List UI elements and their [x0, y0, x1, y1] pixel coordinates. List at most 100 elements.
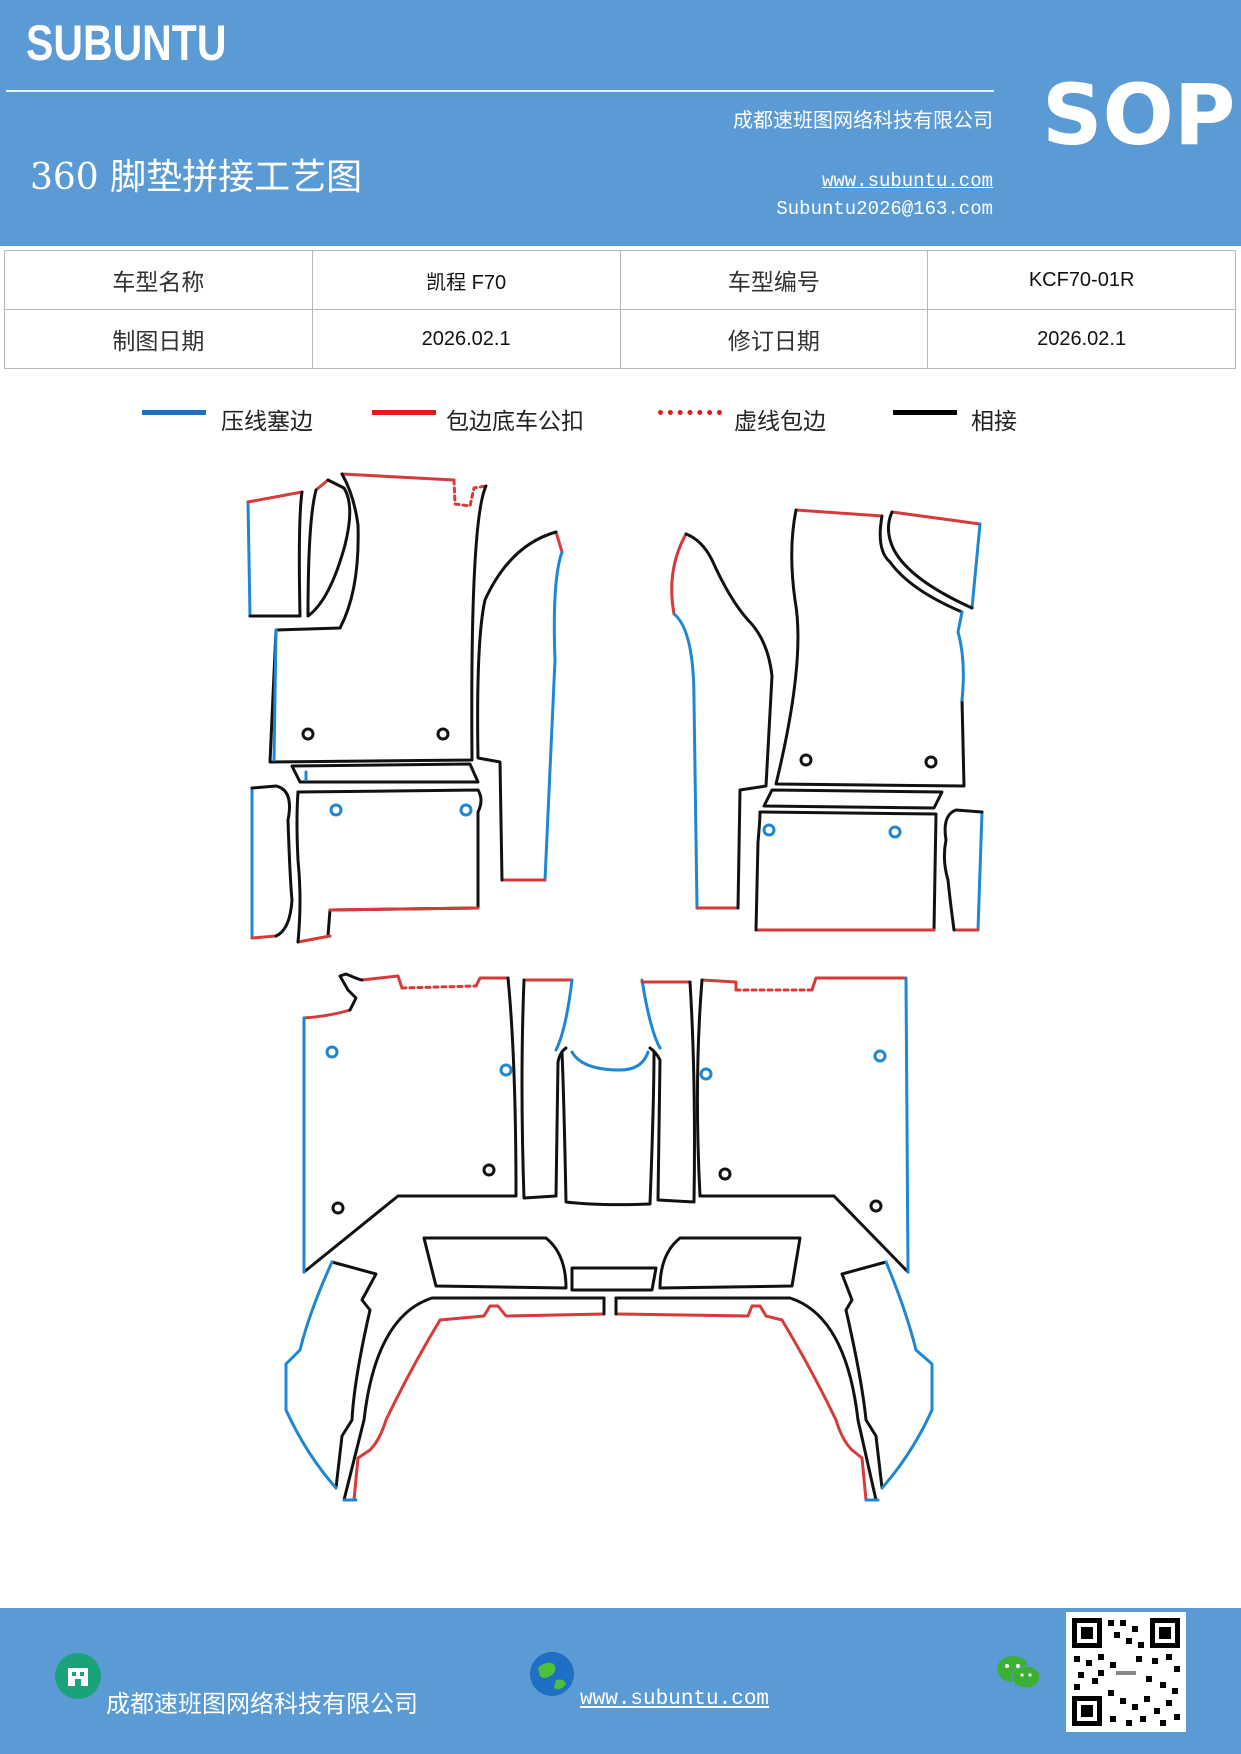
model-code-label: 车型编号	[619, 250, 929, 310]
legend-label: 压线塞边	[221, 409, 313, 435]
mat-edge-wrap-dotted	[452, 478, 488, 508]
mat-edge-pressed	[956, 610, 965, 702]
mat-edge-wrap	[614, 1304, 868, 1502]
mat-edge-pressed	[976, 810, 984, 932]
mat-edge-wrap	[250, 934, 278, 940]
legend-swatch-pressed	[142, 410, 206, 415]
legend-label: 包边底车公扣	[446, 409, 584, 435]
mat-edge-pressed	[272, 628, 278, 762]
mat-edge-joined	[774, 508, 966, 788]
mat-edge-joined	[762, 788, 944, 810]
legend-swatch-wrap	[372, 410, 436, 415]
mat-edge-pressed	[284, 1260, 338, 1490]
footer-banner: 成都速班图网络科技有限公司 www.subuntu.com	[0, 1608, 1241, 1754]
mat-edge-wrap	[890, 510, 982, 526]
header-divider	[6, 90, 994, 92]
mat-edge-joined	[296, 788, 483, 938]
mat-hole	[436, 727, 450, 741]
front-left-mat-group	[246, 472, 564, 944]
table-row: 制图日期 2026.02.1 修订日期 2026.02.1	[4, 309, 1236, 369]
mat-hole-blue	[329, 803, 343, 817]
mat-edge-joined	[268, 472, 488, 764]
legend-swatch-dotted	[658, 410, 722, 415]
model-name-label: 车型名称	[4, 250, 313, 310]
mat-edge-joined	[250, 784, 294, 938]
mat-edge-joined	[338, 972, 364, 1012]
mat-edge-wrap	[700, 978, 738, 992]
mat-edge-joined	[476, 530, 558, 882]
mat-edge-joined	[295, 790, 302, 944]
front-right-mat-group	[670, 508, 984, 932]
wechat-icon[interactable]	[996, 1652, 1042, 1692]
mat-hole	[924, 755, 938, 769]
mat-edge-joined	[695, 978, 910, 1274]
revision-date-value: 2026.02.1	[927, 309, 1236, 369]
mat-edge-joined	[840, 1260, 888, 1490]
building-icon	[55, 1653, 101, 1699]
mat-edge-joined	[306, 478, 352, 618]
footer-company-name: 成都速班图网络科技有限公司	[106, 1690, 418, 1718]
mat-edge-joined	[942, 808, 984, 932]
mat-edge-pressed	[570, 1050, 650, 1072]
model-code-value: KCF70-01R	[927, 250, 1236, 310]
mat-edge-wrap	[302, 974, 404, 1020]
mat-edge-wrap	[554, 530, 564, 554]
mat-edge-joined	[658, 1236, 802, 1290]
mat-edge-joined	[887, 510, 974, 610]
company-name: 成都速班图网络科技有限公司	[733, 108, 993, 132]
draw-date-label: 制图日期	[4, 309, 313, 369]
mat-hole-blue	[888, 825, 902, 839]
globe-icon	[530, 1652, 574, 1696]
mat-hole	[331, 1201, 345, 1215]
mat-edge-pressed	[554, 978, 662, 1052]
revision-date-label: 修订日期	[619, 309, 929, 369]
qr-code-graphic	[1072, 1618, 1180, 1726]
mat-edge-joined	[560, 1050, 656, 1207]
mat-hole-blue	[873, 1049, 887, 1063]
mat-edge-wrap	[314, 478, 330, 492]
mat-edge-pressed	[672, 612, 699, 910]
mat-edge-joined	[648, 980, 696, 1204]
mat-edge-pressed	[246, 500, 252, 618]
mat-edge-wrap	[810, 976, 908, 992]
mat-edge-pressed	[880, 1260, 934, 1490]
footer-website-link[interactable]: www.subuntu.com	[580, 1688, 770, 1711]
mat-edge-wrap	[246, 490, 304, 504]
mat-edge-wrap	[474, 976, 510, 988]
mat-hole-blue	[699, 1067, 713, 1081]
mat-edge-joined	[758, 810, 938, 932]
legend-label: 相接	[971, 409, 1017, 435]
mat-edge-wrap	[794, 508, 884, 518]
mat-hole-blue	[325, 1045, 339, 1059]
mat-edge-joined	[614, 1296, 878, 1502]
mat-edge-wrap	[670, 532, 688, 616]
mat-hole	[482, 1163, 496, 1177]
mat-edge-joined	[878, 514, 964, 614]
mat-hole-blue	[459, 803, 473, 817]
header-banner: SUBUNTU 成都速班图网络科技有限公司 www.subuntu.com Su…	[0, 0, 1241, 246]
mat-edge-wrap	[352, 1304, 606, 1502]
brand-logo: SUBUNTU	[26, 15, 227, 71]
mat-edge-pressed	[904, 976, 910, 1274]
mat-edge-joined	[422, 1236, 568, 1290]
mat-edge-joined	[342, 1296, 606, 1502]
mat-hole	[718, 1167, 732, 1181]
sop-badge: SOP	[1042, 66, 1236, 164]
mat-edge-pressed	[970, 522, 982, 610]
document-title: 360 脚垫拼接工艺图	[30, 157, 363, 198]
qr-code	[1066, 1612, 1186, 1732]
mat-hole-blue	[499, 1063, 513, 1077]
mat-hole-blue	[762, 823, 776, 837]
website-link[interactable]: www.subuntu.com	[821, 170, 993, 192]
mat-edge-wrap	[340, 472, 456, 482]
model-name-value: 凯程 F70	[311, 250, 621, 310]
legend: 压线塞边 包边底车公扣 虚线包边 相接	[0, 398, 1241, 442]
mat-edge-joined	[520, 978, 568, 1200]
mat-hole	[869, 1199, 883, 1213]
vehicle-info-table: 车型名称 凯程 F70 车型编号 KCF70-01R 制图日期 2026.02.…	[4, 250, 1236, 369]
mat-edge-joined	[570, 1266, 658, 1292]
table-row: 车型名称 凯程 F70 车型编号 KCF70-01R	[4, 250, 1236, 310]
email-address: Subuntu2026@163.com	[776, 198, 993, 220]
legend-swatch-joined	[893, 410, 957, 415]
